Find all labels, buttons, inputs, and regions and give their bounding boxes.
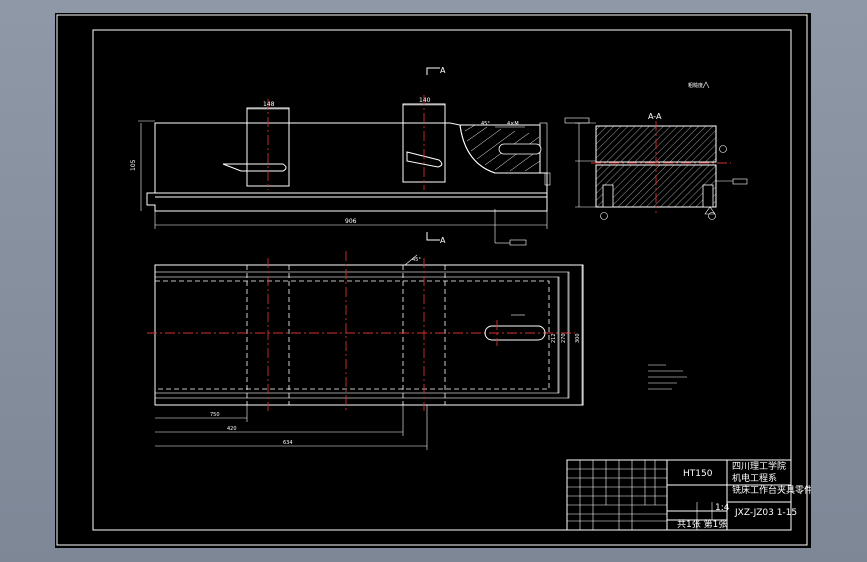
tech-notes: [648, 364, 687, 390]
svg-text:粗糙度: 粗糙度: [688, 82, 703, 89]
dim-212: 212: [551, 333, 557, 343]
section-mark-top: A: [440, 66, 446, 75]
inner-frame: [92, 29, 792, 531]
section-title: A-A: [648, 112, 662, 121]
dim-270: 270: [561, 333, 567, 343]
material-label: HT150: [683, 469, 713, 479]
dim-420: 420: [227, 426, 237, 432]
school-name: 四川理工学院: [732, 460, 786, 472]
top-view: 750 420 634 212 270 300 45°: [147, 251, 584, 450]
scale: 1:4: [715, 503, 730, 513]
dim-slot-2: 140: [419, 97, 431, 104]
title-block: HT150 四川理工学院 机电工程系 铣床工作台夹具零件图 JXZ-JZ03 1…: [566, 459, 811, 531]
outer-frame: [56, 14, 808, 546]
dim-angle-top: 45°: [412, 257, 421, 263]
part-name: 铣床工作台夹具零件图: [732, 484, 811, 496]
dim-length: 906: [345, 218, 357, 225]
dim-634: 634: [283, 440, 293, 446]
dim-angle: 45°: [481, 121, 490, 127]
dept-name: 机电工程系: [732, 472, 777, 484]
sheet-count: 共1张 第1张: [677, 518, 727, 530]
cad-drawing-sheet: 906 148 140 105 A A 45° 4×M A-A: [55, 13, 811, 548]
dim-750: 750: [210, 412, 220, 418]
front-view: 906 148 140 105 A A 45° 4×M: [130, 66, 551, 246]
drawing-number: JXZ-JZ03 1-15: [734, 508, 797, 518]
dim-thread: 4×M: [507, 121, 519, 127]
dim-slot-1: 148: [263, 101, 275, 108]
section-mark-bottom: A: [440, 236, 446, 245]
dim-height: 105: [130, 159, 137, 171]
section-view: A-A 粗糙度: [564, 81, 748, 220]
dim-300: 300: [575, 333, 581, 343]
cad-svg: 906 148 140 105 A A 45° 4×M A-A: [56, 14, 811, 546]
